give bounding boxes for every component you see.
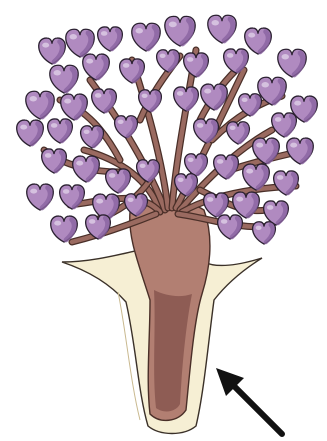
inflorescence-illustration xyxy=(0,0,327,441)
